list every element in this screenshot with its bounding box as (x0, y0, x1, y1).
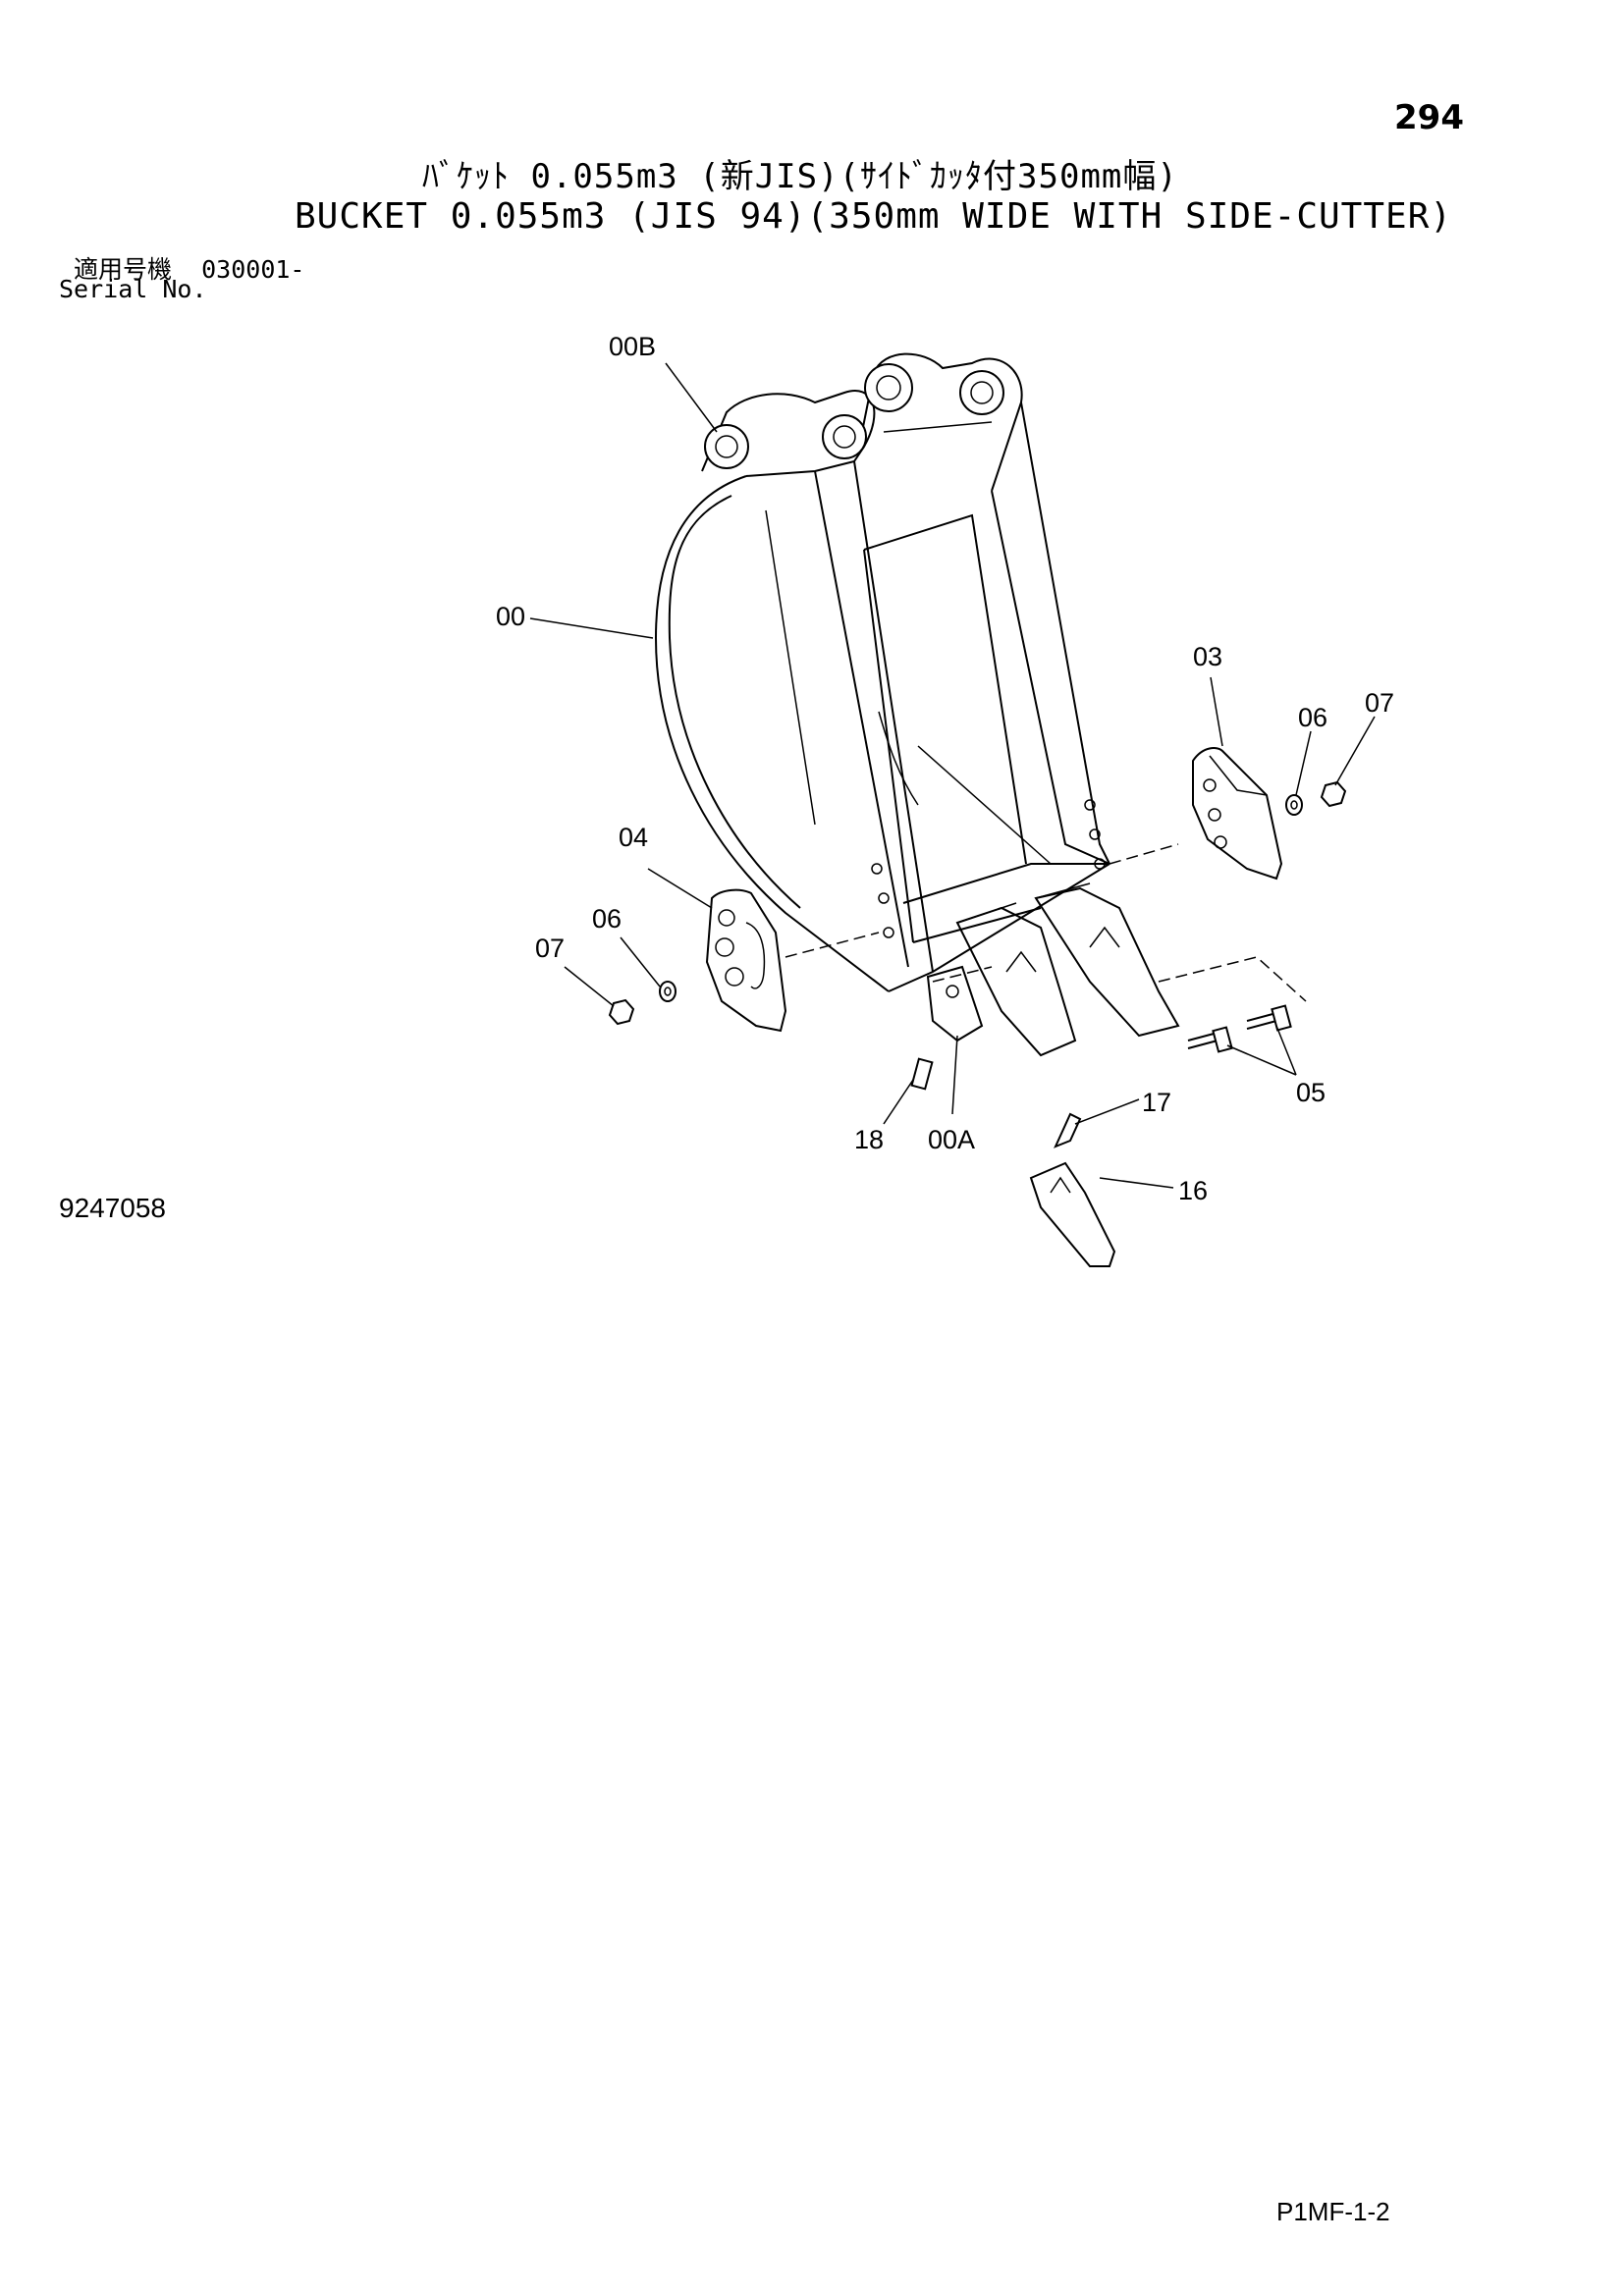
serial-applicable-row: 適用号機 030001- (74, 250, 304, 286)
callout-03: 03 (1193, 642, 1222, 671)
callout-17: 17 (1142, 1088, 1171, 1117)
teeth-assembly (910, 882, 1180, 1267)
page-number: 294 (1394, 98, 1464, 137)
pin-bosses (704, 363, 1004, 469)
title-english: BUCKET 0.055m3 (JIS 94)(350mm WIDE WITH … (295, 196, 1453, 237)
serial-label-jp: 適用号機 (74, 255, 173, 284)
page-code: P1MF-1-2 (1276, 2197, 1390, 2226)
side-cutter-right (1192, 747, 1283, 881)
serial-label-en: Serial No. (59, 275, 207, 303)
serial-value: 030001- (201, 255, 305, 284)
fasteners (608, 780, 1347, 1053)
callout-18: 18 (854, 1125, 884, 1154)
callout-00B: 00B (609, 332, 656, 361)
callout-07-right: 07 (1365, 688, 1394, 718)
title-japanese: ﾊﾞｹｯﾄ 0.055m3 (新JIS)(ｻｲﾄﾞｶｯﾀ付350mm幅) (422, 157, 1178, 196)
leader-lines (529, 362, 1376, 1189)
callout-06-left: 06 (592, 904, 622, 934)
callout-04: 04 (619, 823, 648, 852)
callout-16: 16 (1178, 1176, 1208, 1205)
assembly-dash-lines (785, 843, 1307, 1002)
callout-00: 00 (496, 602, 525, 631)
callout-07-left: 07 (535, 934, 565, 963)
bucket-body (654, 352, 1110, 992)
callout-05: 05 (1296, 1078, 1326, 1107)
side-cutter-left (705, 888, 787, 1033)
drawing-number: 9247058 (59, 1193, 167, 1223)
callout-06-right: 06 (1298, 703, 1327, 732)
callout-00A: 00A (928, 1125, 975, 1154)
